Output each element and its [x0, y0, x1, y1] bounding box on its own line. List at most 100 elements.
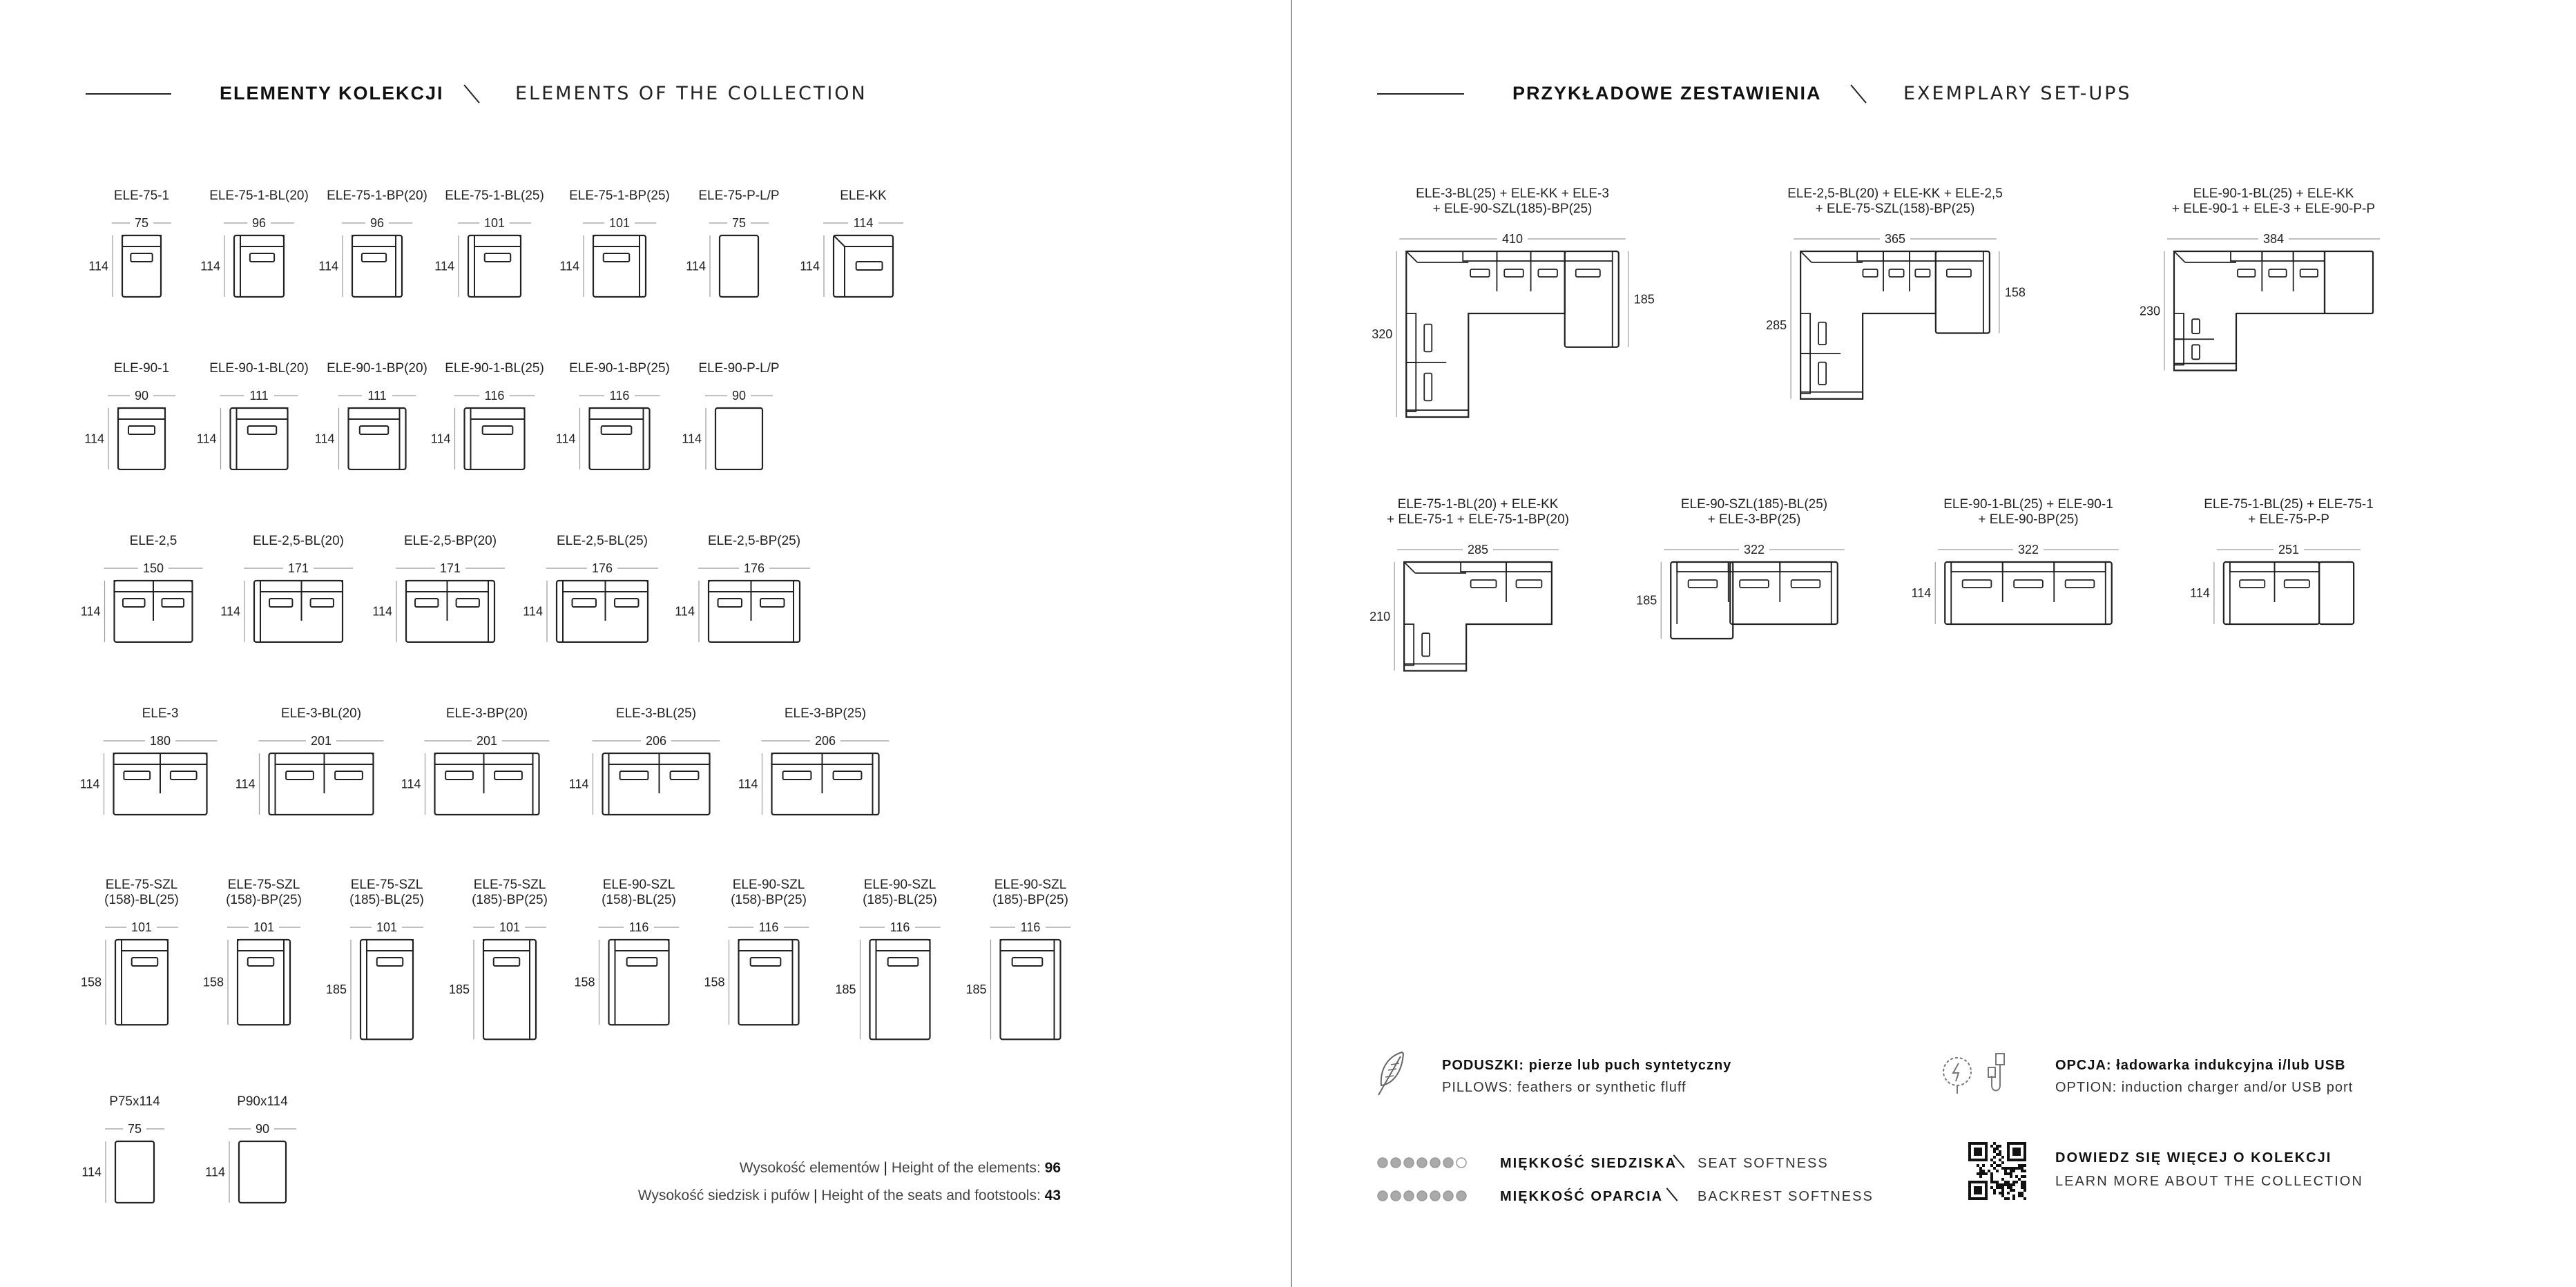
depth-dimension: 114	[81, 604, 101, 618]
element-6: ELE-KK 114 114	[800, 188, 903, 298]
element-name: ELE-75-SZL	[474, 878, 546, 892]
depth-dimension: 185	[449, 983, 470, 996]
left-title-pl: ELEMENTY KOLEKCJI	[220, 83, 444, 104]
learn-more-en[interactable]: LEARN MORE ABOUT THE COLLECTION	[2055, 1174, 2363, 1189]
softness-dot-filled	[1443, 1157, 1454, 1168]
element-name: ELE-75-SZL	[228, 878, 300, 892]
width-dimension: 101	[131, 920, 152, 934]
width-dimension: 171	[288, 561, 309, 575]
setup-label: ELE-75-1-BL(20) + ELE-KK	[1398, 497, 1559, 512]
width-dimension: 176	[744, 561, 765, 575]
element-name: ELE-75-1-BL(20)	[209, 188, 309, 203]
softness-dot-filled	[1390, 1157, 1401, 1168]
depth-dimension: 114	[318, 259, 338, 273]
element-name: ELE-75-SZL	[106, 878, 178, 892]
cushions-pl: PODUSZKI: pierze lub puch syntetyczny	[1442, 1058, 1732, 1073]
element-name: (185)-BL(25)	[863, 893, 937, 907]
width-dimension: 101	[253, 920, 274, 934]
width-dimension: 206	[815, 734, 836, 748]
softness-dot-filled	[1403, 1157, 1414, 1168]
depth-dimension: 114	[220, 604, 240, 618]
softness-dot-filled	[1456, 1190, 1467, 1201]
element-name: ELE-90-SZL	[864, 878, 936, 892]
element-outline	[718, 234, 760, 298]
setup-label: ELE-2,5-BL(20) + ELE-KK + ELE-2,5	[1787, 186, 2003, 201]
depth-dimension: 320	[1372, 327, 1392, 341]
width-dimension: 90	[256, 1122, 269, 1136]
charger-icons	[1943, 1053, 2005, 1094]
depth-dimension: 114	[434, 259, 454, 273]
width-dimension: 180	[150, 734, 171, 748]
element-name: ELE-75-P-L/P	[698, 188, 779, 203]
backrest-softness-en: BACKREST SOFTNESS	[1698, 1189, 1874, 1204]
softness-dot-filled	[1403, 1190, 1414, 1201]
depth-dimension: 114	[1912, 586, 1932, 600]
usb-cable-icon	[1988, 1053, 2005, 1092]
depth-dimension: 114	[569, 777, 589, 791]
setup-label: + ELE-3-BP(25)	[1708, 512, 1801, 527]
setup-label: ELE-3-BL(25) + ELE-KK + ELE-3	[1416, 186, 1609, 201]
depth-dimension: 230	[2140, 304, 2160, 318]
seat-softness-rating	[1377, 1157, 1467, 1168]
width-dimension: 114	[854, 216, 874, 230]
width-dimension: 206	[646, 734, 666, 748]
softness-dot-filled	[1443, 1190, 1454, 1201]
width-dimension: 116	[485, 389, 505, 403]
setup-depth: 185	[1634, 292, 1655, 306]
element-name: ELE-90-1-BP(25)	[569, 361, 670, 376]
width-dimension: 201	[311, 734, 331, 748]
width-dimension: 384	[2263, 232, 2284, 246]
width-dimension: 111	[367, 389, 386, 403]
depth-dimension: 114	[800, 259, 820, 273]
depth-dimension: 114	[197, 432, 217, 445]
height-note-seats: Wysokość siedzisk i pufów | Height of th…	[637, 1188, 1061, 1203]
width-dimension: 101	[609, 216, 630, 230]
element-name: ELE-75-1	[114, 188, 169, 203]
learn-more-pl[interactable]: DOWIEDZ SIĘ WIĘCEJ O KOLEKCJI	[2055, 1150, 2332, 1165]
setup-2: ELE-90-1-BL(25) + ELE-KK+ ELE-90-1 + ELE…	[2140, 186, 2380, 371]
setup-6: ELE-75-1-BL(25) + ELE-75-1+ ELE-75-P-P25…	[2190, 497, 2374, 626]
element-outline	[114, 1140, 155, 1204]
element-name: ELE-90-P-L/P	[698, 361, 779, 376]
depth-dimension: 114	[559, 259, 579, 273]
element-outline	[238, 1140, 287, 1204]
header-rule	[1377, 93, 1464, 95]
depth-dimension: 158	[203, 976, 224, 989]
element-32: P90x114 90 114	[205, 1094, 296, 1204]
width-dimension: 171	[440, 561, 461, 575]
width-dimension: 96	[370, 216, 384, 230]
width-dimension: 75	[135, 216, 148, 230]
element-name: (158)-BL(25)	[602, 893, 676, 907]
header-rule	[86, 93, 171, 95]
width-dimension: 75	[128, 1122, 142, 1136]
depth-dimension: 114	[205, 1165, 225, 1179]
left-title-en: ELEMENTS OF THE COLLECTION	[515, 83, 867, 104]
backrest-softness-rating	[1377, 1190, 1467, 1201]
depth-dimension: 285	[1766, 318, 1787, 332]
qr-code-icon[interactable]	[1968, 1142, 2026, 1200]
element-name: P90x114	[237, 1094, 288, 1109]
element-name: ELE-90-1-BL(25)	[445, 361, 544, 376]
setup-label: + ELE-90-1 + ELE-3 + ELE-90-P-P	[2172, 202, 2375, 216]
element-name: ELE-KK	[840, 188, 887, 203]
width-dimension: 176	[592, 561, 613, 575]
softness-dot-filled	[1430, 1190, 1441, 1201]
setup-5: ELE-90-1-BL(25) + ELE-90-1+ ELE-90-BP(25…	[1912, 497, 2119, 626]
depth-dimension: 114	[686, 259, 706, 273]
depth-dimension: 114	[675, 604, 695, 618]
width-dimension: 251	[2278, 543, 2299, 557]
cushions-en: PILLOWS: feathers or synthetic fluff	[1442, 1080, 1686, 1095]
softness-dot-empty	[1456, 1157, 1467, 1168]
